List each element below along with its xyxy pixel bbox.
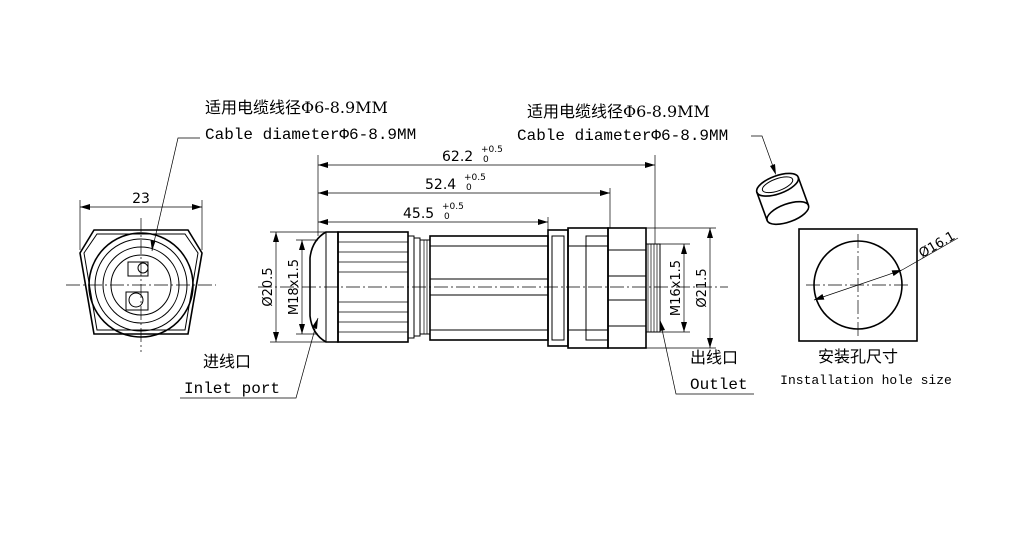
svg-text:0: 0 [444, 212, 450, 222]
leader-inlet [180, 317, 319, 399]
leader-cable-right [751, 135, 776, 175]
length-dimensions [317, 155, 656, 244]
dim-52-4: 52.4 +0.5 0 [425, 173, 486, 193]
vertical-dims-right [646, 227, 716, 349]
svg-text:+0.5: +0.5 [464, 173, 486, 183]
dim-dia-20-5: Ø20.5 [261, 267, 276, 306]
hole-en: Installation hole size [780, 373, 952, 388]
dim-hole-16-1: Ø16.1 [917, 229, 958, 262]
cable-right-en: Cable diameterΦ6-8.9MM [517, 127, 728, 145]
knurl-lines [338, 241, 408, 333]
installation-hole-view [798, 228, 959, 342]
svg-text:45.5: 45.5 [403, 206, 434, 222]
cable-ring [755, 172, 810, 226]
svg-text:0: 0 [466, 183, 472, 193]
svg-text:0: 0 [483, 155, 489, 165]
vertical-dims-left [270, 231, 338, 343]
end-view: 23 [66, 191, 216, 352]
hole-cn: 安装孔尺寸 [818, 347, 898, 366]
dim-m16: M16x1.5 [669, 260, 684, 316]
cable-left-cn: 适用电缆线径Φ6-8.9MM [205, 98, 388, 117]
svg-text:52.4: 52.4 [425, 177, 456, 193]
outlet-cn: 出线口 [690, 348, 738, 367]
cable-right-cn: 适用电缆线径Φ6-8.9MM [527, 102, 710, 121]
cable-left-en: Cable diameterΦ6-8.9MM [205, 126, 416, 144]
leader-outlet [659, 319, 754, 395]
dim-width-23: 23 [132, 191, 150, 207]
side-view [258, 227, 728, 349]
outlet-thread-lines [647, 244, 658, 332]
dim-dia-21-5: Ø21.5 [695, 268, 710, 307]
inlet-en: Inlet port [184, 380, 280, 398]
dim-m18: M18x1.5 [287, 259, 302, 315]
svg-text:62.2: 62.2 [442, 149, 473, 165]
dim-45-5: 45.5 +0.5 0 [403, 202, 464, 222]
svg-text:+0.5: +0.5 [442, 202, 464, 212]
leader-cable-left [150, 137, 200, 252]
dim-62-2: 62.2 +0.5 0 [442, 145, 503, 165]
outlet-en: Outlet [690, 376, 748, 394]
inlet-cn: 进线口 [203, 352, 251, 371]
svg-text:+0.5: +0.5 [481, 145, 503, 155]
